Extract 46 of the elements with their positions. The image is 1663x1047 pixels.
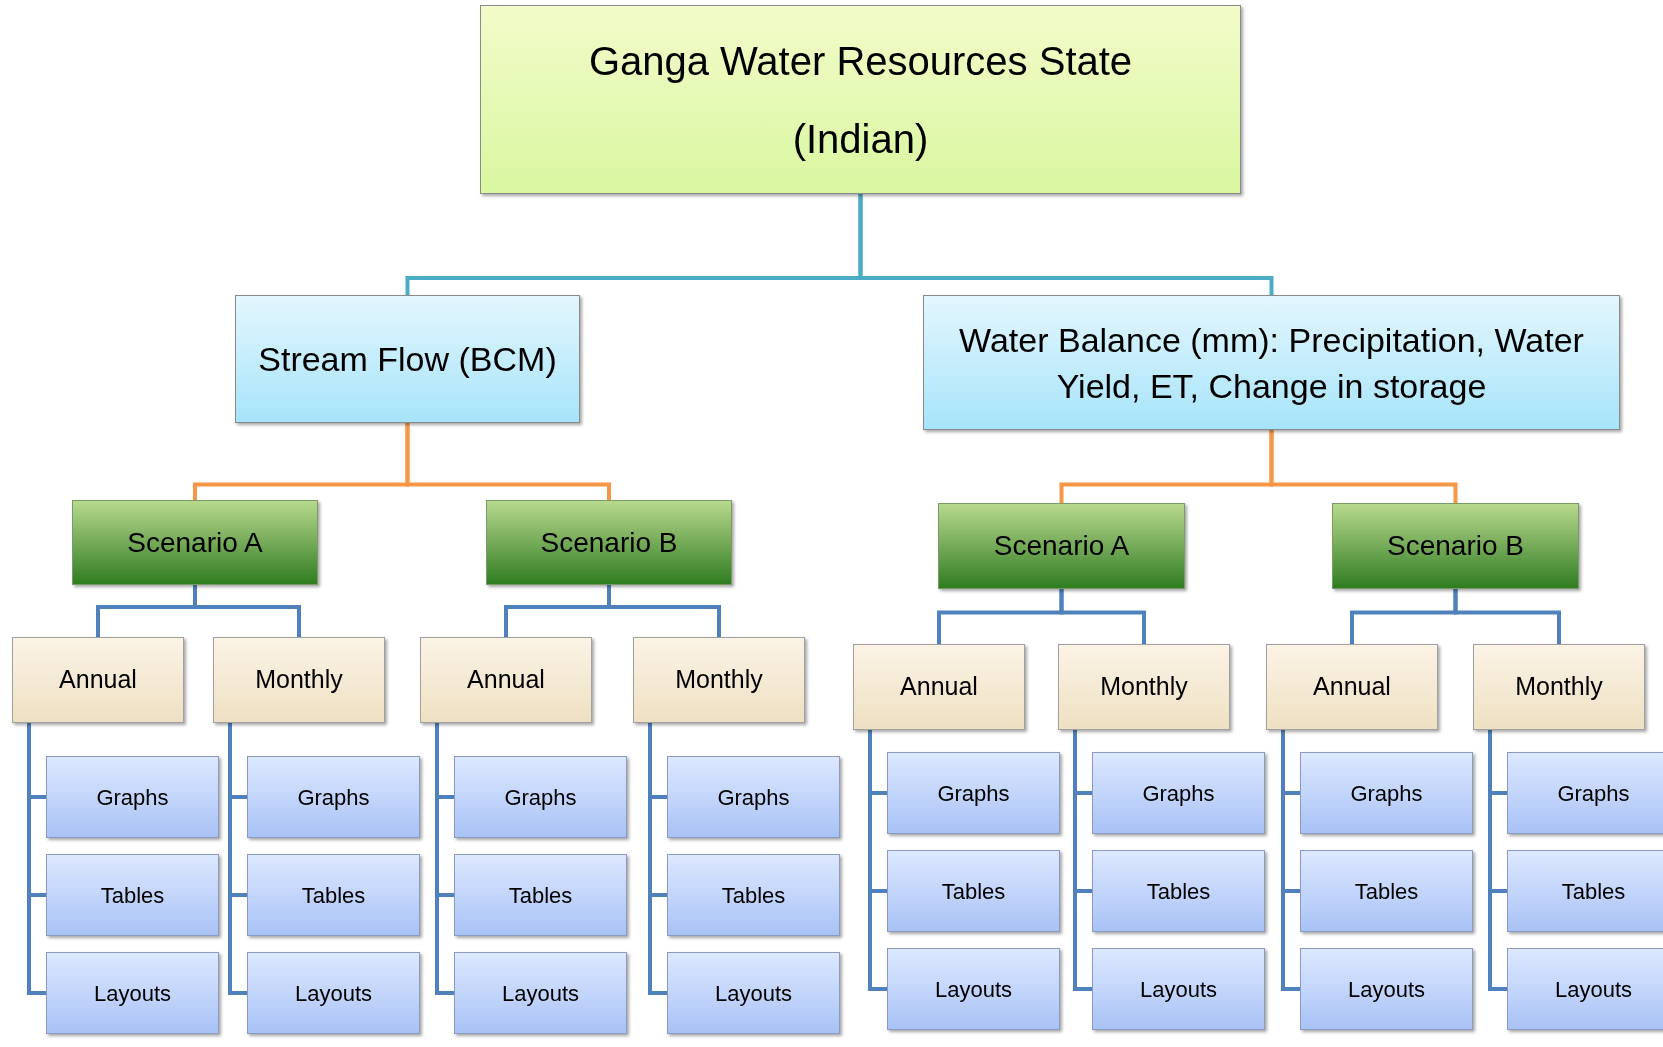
output-box: Layouts <box>667 952 840 1034</box>
title-box: Ganga Water Resources State (Indian) <box>480 5 1241 194</box>
output-box: Tables <box>667 854 840 936</box>
period-box: Annual <box>853 644 1025 730</box>
output-box: Graphs <box>46 756 219 838</box>
connector-line <box>858 194 1274 295</box>
output-box: Graphs <box>1092 752 1265 834</box>
period-box: Monthly <box>1473 644 1645 730</box>
output-box: Layouts <box>1507 948 1663 1030</box>
category-box: Stream Flow (BCM) <box>235 295 580 423</box>
output-box: Graphs <box>887 752 1060 834</box>
period-box: Monthly <box>633 637 805 723</box>
output-box: Graphs <box>1507 752 1663 834</box>
output-box: Layouts <box>454 952 627 1034</box>
output-box: Graphs <box>247 756 420 838</box>
output-box: Tables <box>1507 850 1663 932</box>
period-box: Annual <box>420 637 592 723</box>
output-box: Layouts <box>1092 948 1265 1030</box>
scenario-box: Scenario B <box>1332 503 1579 589</box>
scenario-box: Scenario A <box>72 500 318 585</box>
category-box: Water Balance (mm): Precipitation, Water Yield, ET, Change in storage <box>923 295 1620 430</box>
output-box: Layouts <box>46 952 219 1034</box>
scenario-box: Scenario A <box>938 503 1185 589</box>
connector-line <box>607 585 721 637</box>
connector-line <box>1059 589 1146 644</box>
period-box: Annual <box>12 637 184 723</box>
output-box: Tables <box>887 850 1060 932</box>
output-box: Layouts <box>1300 948 1473 1030</box>
output-box: Graphs <box>667 756 840 838</box>
output-box: Graphs <box>454 756 627 838</box>
output-box: Tables <box>1300 850 1473 932</box>
output-box: Tables <box>247 854 420 936</box>
output-box: Graphs <box>1300 752 1473 834</box>
connector-line <box>1269 430 1458 503</box>
output-box: Layouts <box>247 952 420 1034</box>
output-box: Layouts <box>887 948 1060 1030</box>
output-box: Tables <box>454 854 627 936</box>
period-box: Monthly <box>1058 644 1230 730</box>
period-box: Monthly <box>213 637 385 723</box>
output-box: Tables <box>46 854 219 936</box>
connector-line <box>193 585 301 637</box>
output-box: Tables <box>1092 850 1265 932</box>
connector-line <box>405 423 611 500</box>
connector-line <box>1453 589 1561 644</box>
period-box: Annual <box>1266 644 1438 730</box>
scenario-box: Scenario B <box>486 500 732 585</box>
